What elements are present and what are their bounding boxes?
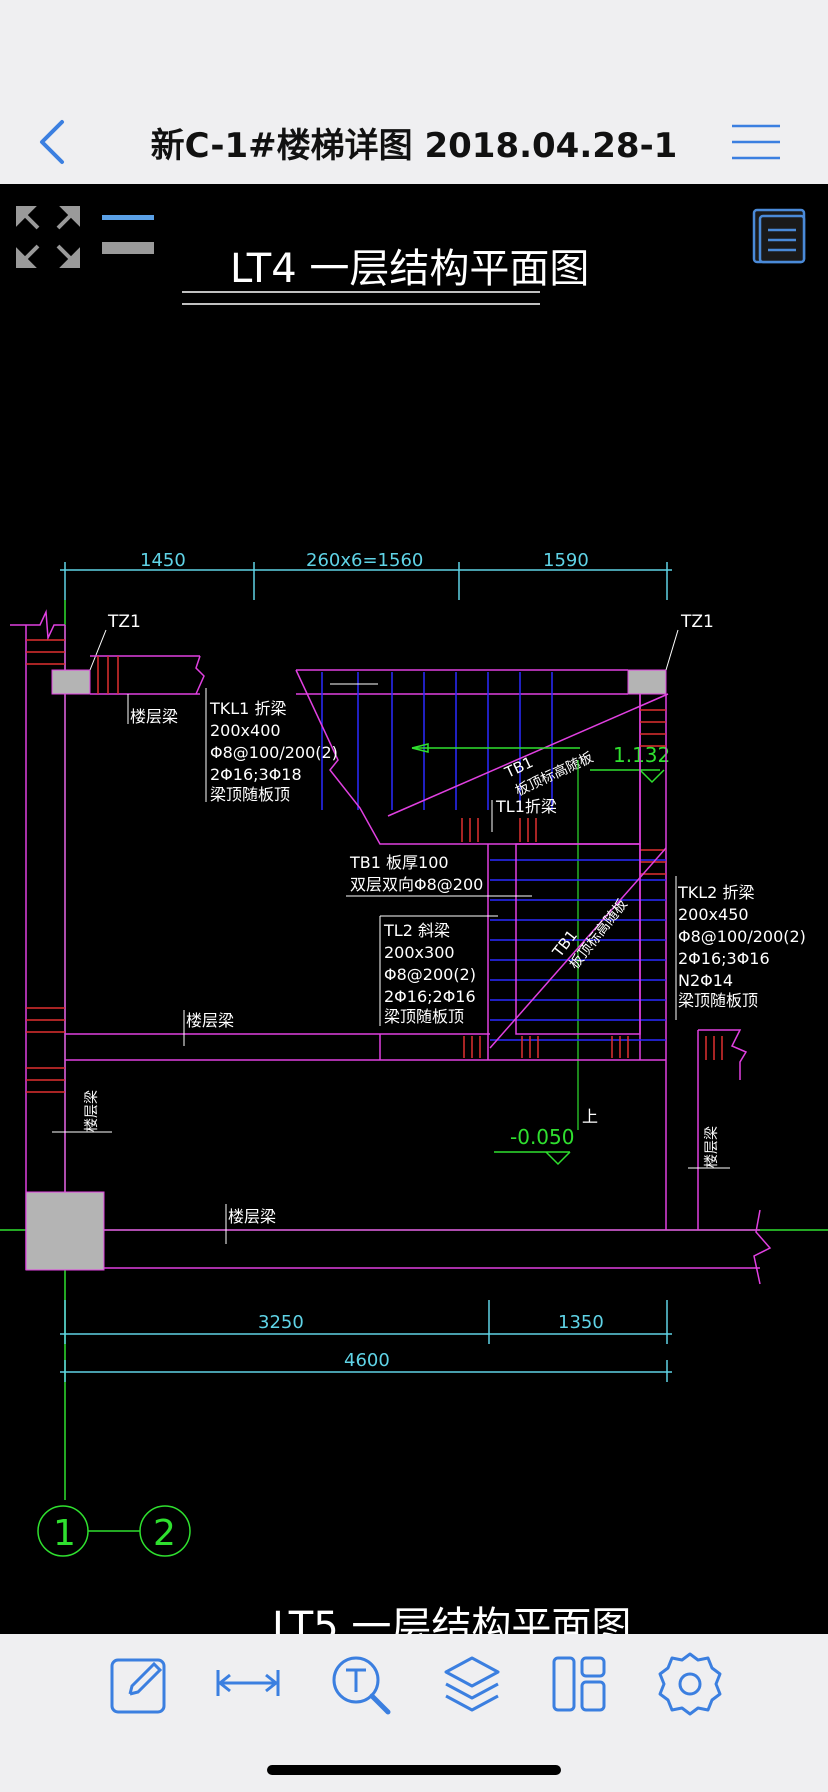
tkl2-line-2: 200x450 — [678, 905, 749, 924]
floor-beam-label-3: 楼层梁 — [84, 1090, 100, 1132]
tl1-label: TL1折梁 — [495, 797, 557, 816]
tkl2-line-3: Φ8@100/200(2) — [678, 927, 806, 946]
floor-beam-label-1: 楼层梁 — [130, 707, 178, 726]
text-search-button[interactable] — [324, 1648, 396, 1720]
floor-beam-middle-hatch — [463, 1036, 629, 1058]
dim-top-left: 1450 — [140, 550, 186, 571]
tl2-line-4: 2Φ16;2Φ16 — [384, 987, 476, 1006]
tb1-note-line-2: 双层双向Φ8@200 — [350, 875, 483, 894]
tkl2-line-4: 2Φ16;3Φ16 — [678, 949, 770, 968]
tz1-label-left: TZ1 — [107, 612, 141, 632]
tkl1-line-4: 2Φ16;3Φ18 — [210, 765, 302, 784]
expand-arrows-icon[interactable] — [16, 206, 80, 268]
view-mode-toggle-icon[interactable] — [102, 215, 154, 254]
status-bar — [0, 0, 828, 100]
left-wall — [10, 609, 66, 1270]
page-title: 新C-1#楼梯详图 2018.04.28-1 — [150, 126, 678, 166]
tkl1-beam — [90, 655, 628, 695]
text-search-icon — [332, 1656, 391, 1715]
dim-bottom-left: 3250 — [258, 1312, 304, 1333]
floor-beam-middle — [65, 1033, 666, 1061]
stair-flight-lower — [490, 859, 666, 1041]
chevron-left-icon — [40, 120, 64, 164]
axis-label-2: 2 — [153, 1513, 176, 1554]
stair-outline-lower — [487, 843, 667, 1060]
tl2-line-1: TL2 斜梁 — [383, 921, 450, 940]
measure-distance-icon — [216, 1670, 280, 1696]
tkl2-line-5: N2Φ14 — [678, 971, 733, 990]
stair-flight-upper — [321, 672, 553, 810]
level-marker-low — [494, 1151, 571, 1166]
tz1-leader-left — [89, 629, 107, 671]
hamburger-menu-icon — [732, 124, 780, 160]
layers-icon — [444, 1656, 500, 1712]
drawing-title-top: LT4 一层结构平面图 — [230, 246, 589, 292]
edit-button[interactable] — [102, 1648, 174, 1720]
tkl1-line-5: 梁顶随板顶 — [210, 785, 290, 804]
settings-gear-icon — [658, 1652, 722, 1716]
tkl2-line-6: 梁顶随板顶 — [678, 991, 758, 1010]
floor-beam-label-5: 楼层梁 — [228, 1207, 276, 1226]
floor-beam-label-2: 楼层梁 — [186, 1011, 234, 1030]
dim-bottom-right: 1350 — [558, 1312, 604, 1333]
tkl2-line-1: TKL2 折梁 — [677, 883, 754, 902]
bottom-dimension-lines — [60, 1300, 672, 1382]
tl2-line-3: Φ8@200(2) — [384, 965, 476, 984]
tz1-column-right — [627, 669, 667, 695]
layout-pages-icon[interactable] — [752, 208, 806, 264]
nav-bar: 新C-1#楼梯详图 2018.04.28-1 — [0, 100, 828, 184]
level-high-text: 1.132 — [613, 743, 670, 767]
top-dimension-line — [60, 562, 672, 600]
layers-button[interactable] — [436, 1648, 508, 1720]
tkl1-line-3: Φ8@100/200(2) — [210, 743, 338, 762]
tkl1-line-2: 200x400 — [210, 721, 281, 740]
tl2-line-5: 梁顶随板顶 — [384, 1007, 464, 1026]
tl2-line-2: 200x300 — [384, 943, 455, 962]
settings-button[interactable] — [654, 1648, 726, 1720]
cad-drawing[interactable]: LT4 一层结构平面图 1450 260x6=1560 1590 — [0, 184, 828, 1650]
bottom-floor-beam — [104, 1209, 772, 1285]
tz1-label-right: TZ1 — [680, 612, 714, 632]
tkl1-line-1: TKL1 折梁 — [209, 699, 286, 718]
dim-top-mid: 260x6=1560 — [306, 550, 423, 571]
tkl1-hatch — [97, 656, 119, 694]
dim-bottom-total: 4600 — [344, 1350, 390, 1371]
floor-beam-label-4: 楼层梁 — [704, 1126, 720, 1168]
up-mark: 上 — [582, 1107, 598, 1126]
layout-button[interactable] — [544, 1648, 616, 1720]
tl1-hatch — [461, 818, 537, 842]
level-low-text: -0.050 — [510, 1125, 574, 1149]
axis-label-1: 1 — [53, 1513, 76, 1554]
tz1-leader-right — [665, 629, 679, 671]
bottom-column — [25, 1191, 105, 1271]
level-marker-high — [411, 743, 665, 784]
bottom-toolbar — [0, 1634, 828, 1792]
tb1-note-line-1: TB1 板厚100 — [349, 853, 449, 872]
dim-top-right: 1590 — [543, 550, 589, 571]
layout-panels-icon — [552, 1656, 606, 1712]
edit-annotate-icon — [110, 1658, 166, 1714]
back-button[interactable] — [30, 114, 80, 170]
drawing-title-bottom: LT5 一层结构平面图 — [272, 1604, 631, 1634]
tz1-column-left — [51, 669, 91, 695]
menu-button[interactable] — [728, 120, 784, 164]
drawing-canvas[interactable]: LT4 一层结构平面图 1450 260x6=1560 1590 — [0, 184, 828, 1650]
measure-button[interactable] — [212, 1648, 284, 1720]
left-wall-hatch — [26, 639, 65, 1093]
home-indicator — [267, 1765, 561, 1775]
